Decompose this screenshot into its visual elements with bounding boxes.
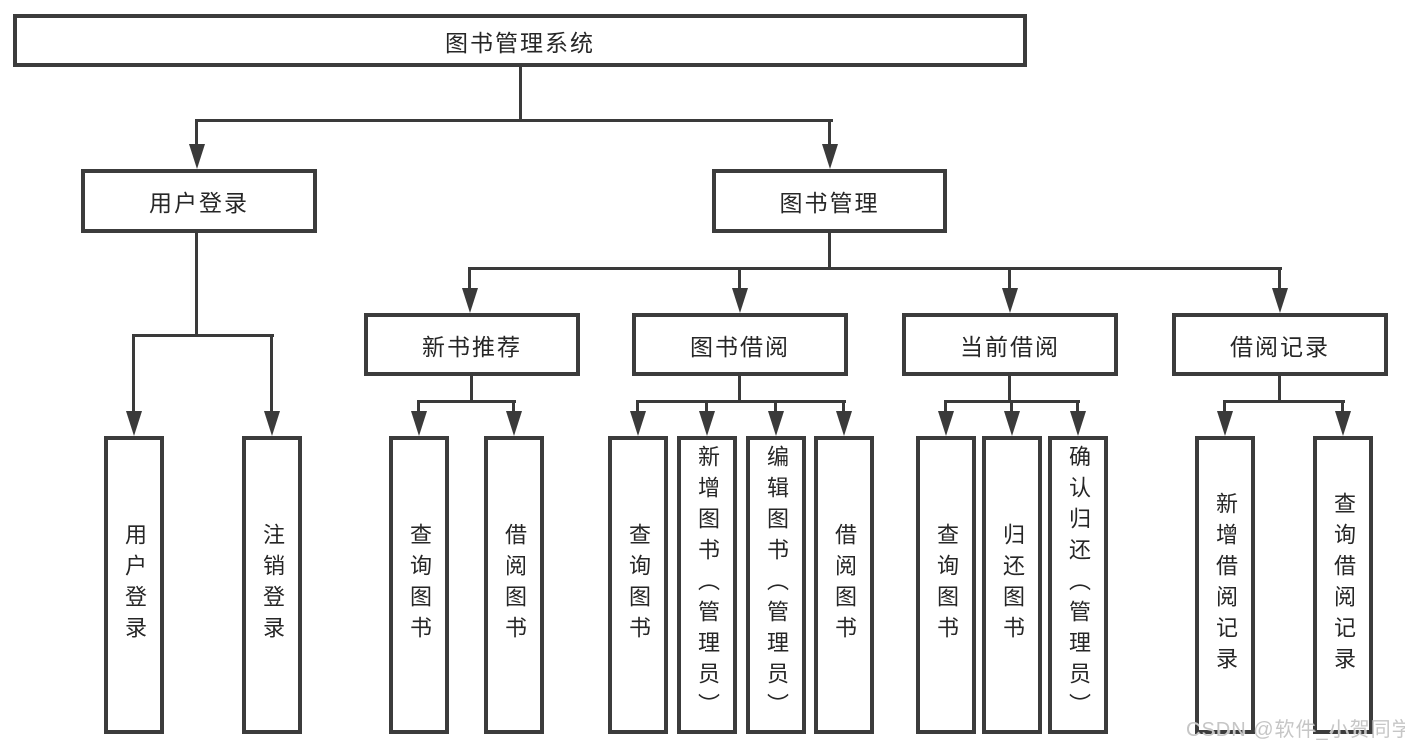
edge-arrowhead-query-record <box>1335 411 1351 436</box>
edge-arrowhead-confirm-return <box>1070 411 1086 436</box>
edge-arrowhead-borrowing-records <box>1272 288 1288 313</box>
edge-root-stem <box>519 66 522 121</box>
edge-drop-book-borrowing <box>738 267 741 290</box>
edge-arrowhead-query-books-3 <box>938 411 954 436</box>
edge-drop-leaf-logout <box>270 334 273 413</box>
node-leaf-borrow-books-1: 借阅图书 <box>484 436 544 734</box>
edge-drop-current-borrowing <box>1008 267 1011 290</box>
edge-arrowhead-edit-books <box>768 411 784 436</box>
edge-arrowhead-query-books-2 <box>630 411 646 436</box>
edge-drop-edit-books <box>774 400 777 412</box>
edge-book-management-stem <box>828 232 831 270</box>
node-new-book-recommend: 新书推荐 <box>364 313 580 376</box>
edge-user-login-stem <box>195 232 198 337</box>
node-book-management: 图书管理 <box>712 169 947 233</box>
edge-arrowhead-query-books-1 <box>411 411 427 436</box>
edge-arrowhead-book-management <box>822 144 838 169</box>
edge-drop-query-record <box>1341 400 1344 412</box>
edge-new-book-stem <box>470 375 473 403</box>
node-leaf-edit-books-admin: 编辑图书（管理员） <box>746 436 806 734</box>
node-leaf-add-borrow-record: 新增借阅记录 <box>1195 436 1255 734</box>
edge-drop-add-record <box>1223 400 1226 412</box>
edge-book-borrowing-bar <box>636 400 846 403</box>
edge-root-bar <box>196 119 833 122</box>
edge-drop-user-login <box>195 119 198 147</box>
edge-user-login-bar <box>132 334 274 337</box>
edge-book-borrowing-stem <box>738 375 741 403</box>
edge-drop-query-books-1 <box>417 400 420 412</box>
node-borrowing-records: 借阅记录 <box>1172 313 1388 376</box>
edge-borrowing-records-bar <box>1223 400 1345 403</box>
node-leaf-query-books-2: 查询图书 <box>608 436 668 734</box>
edge-drop-leaf-login <box>132 334 135 413</box>
csdn-watermark: CSDN @软件_小贺同学 <box>1186 719 1405 741</box>
node-current-borrowing: 当前借阅 <box>902 313 1118 376</box>
edge-arrowhead-leaf-logout <box>264 411 280 436</box>
node-leaf-user-login: 用户登录 <box>104 436 164 734</box>
node-leaf-query-books-1: 查询图书 <box>389 436 449 734</box>
edge-borrowing-records-stem <box>1278 375 1281 403</box>
edge-arrowhead-add-books <box>699 411 715 436</box>
node-leaf-borrow-books-2: 借阅图书 <box>814 436 874 734</box>
edge-drop-borrowing-records <box>1278 267 1281 290</box>
node-leaf-query-books-3: 查询图书 <box>916 436 976 734</box>
node-leaf-query-borrow-record: 查询借阅记录 <box>1313 436 1373 734</box>
node-user-login: 用户登录 <box>81 169 317 233</box>
edge-arrowhead-user-login <box>189 144 205 169</box>
edge-arrowhead-return-books <box>1004 411 1020 436</box>
edge-arrowhead-new-book <box>462 288 478 313</box>
node-book-borrowing: 图书借阅 <box>632 313 848 376</box>
edge-arrowhead-leaf-login <box>126 411 142 436</box>
edge-drop-query-books-3 <box>944 400 947 412</box>
edge-arrowhead-borrow-books-2 <box>836 411 852 436</box>
edge-arrowhead-add-record <box>1217 411 1233 436</box>
node-library-system: 图书管理系统 <box>13 14 1027 67</box>
node-leaf-logout: 注销登录 <box>242 436 302 734</box>
edge-arrowhead-current-borrowing <box>1002 288 1018 313</box>
edge-drop-confirm-return <box>1076 400 1079 412</box>
edge-drop-book-management <box>828 119 831 147</box>
edge-book-management-bar <box>468 267 1282 270</box>
edge-drop-new-book <box>468 267 471 290</box>
edge-drop-add-books <box>705 400 708 412</box>
edge-current-borrowing-stem <box>1008 375 1011 403</box>
edge-drop-query-books-2 <box>636 400 639 412</box>
node-leaf-confirm-return-admin: 确认归还（管理员） <box>1048 436 1108 734</box>
edge-arrowhead-borrow-books-1 <box>506 411 522 436</box>
edge-drop-borrow-books-1 <box>512 400 515 412</box>
edge-arrowhead-book-borrowing <box>732 288 748 313</box>
edge-drop-return-books <box>1010 400 1013 412</box>
node-leaf-return-books: 归还图书 <box>982 436 1042 734</box>
edge-drop-borrow-books-2 <box>842 400 845 412</box>
node-leaf-add-books-admin: 新增图书（管理员） <box>677 436 737 734</box>
edge-new-book-bar <box>417 400 516 403</box>
